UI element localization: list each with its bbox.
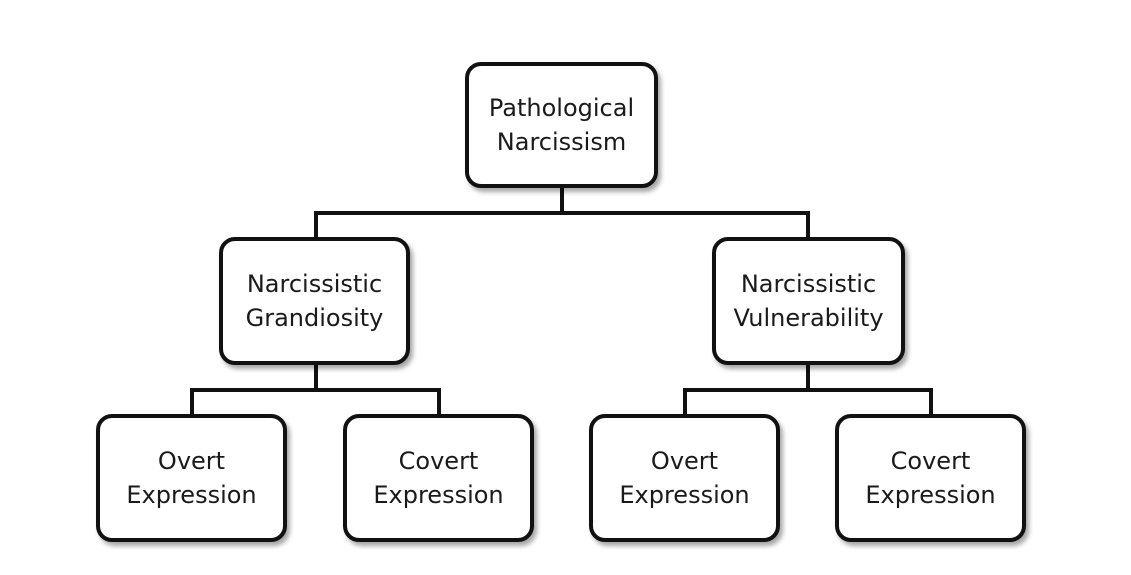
node-vulnerability-covert-expression: Covert Expression [835, 414, 1026, 542]
node-label-line1: Pathological [488, 94, 635, 122]
node-label-line2: Narcissism [496, 128, 627, 156]
node-label-line2: Expression [126, 481, 257, 509]
node-vulnerability-overt-expression: Overt Expression [589, 414, 780, 542]
node-label-line1: Overt [157, 447, 226, 475]
node-label-line2: Expression [619, 481, 750, 509]
node-label-line1: Covert [890, 447, 971, 475]
node-label-line1: Narcissistic [246, 270, 383, 298]
node-label-line2: Expression [373, 481, 504, 509]
node-pathological-narcissism: Pathological Narcissism [465, 62, 658, 188]
node-label-line2: Expression [865, 481, 996, 509]
node-grandiosity-overt-expression: Overt Expression [96, 414, 287, 542]
node-label-line2: Vulnerability [733, 304, 884, 332]
node-label-line1: Narcissistic [740, 270, 877, 298]
node-grandiosity-covert-expression: Covert Expression [343, 414, 534, 542]
node-label-line2: Grandiosity [245, 304, 384, 332]
node-narcissistic-vulnerability: Narcissistic Vulnerability [712, 237, 905, 365]
node-label-line1: Covert [398, 447, 479, 475]
node-narcissistic-grandiosity: Narcissistic Grandiosity [219, 237, 410, 365]
node-label-line1: Overt [650, 447, 719, 475]
